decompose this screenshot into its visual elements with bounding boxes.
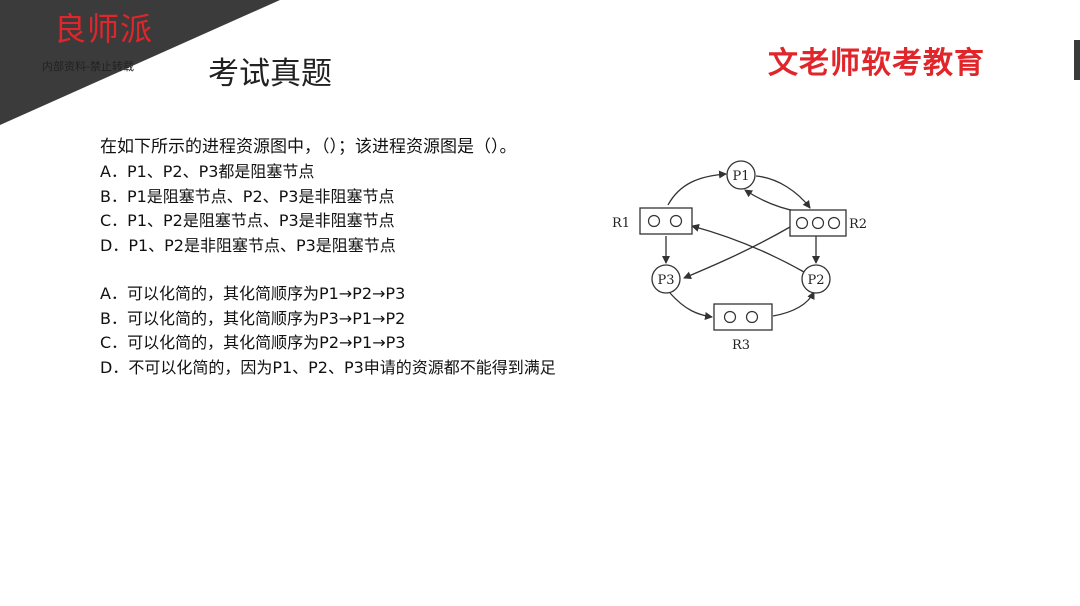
options-group-1: A．P1、P2、P3都是阻塞节点 B．P1是阻塞节点、P2、P3是非阻塞节点 C… [100, 160, 396, 258]
node-r2: R2 [789, 209, 867, 237]
brand-watermark: 良师派 [54, 10, 154, 48]
options-group-2: A．可以化简的，其化简顺序为P1→P2→P3 B．可以化简的，其化简顺序为P3→… [100, 282, 556, 380]
process-resource-graph: P1 P3 P2 R1 R2 R3 [612, 160, 867, 353]
node-r3: R3 [713, 303, 773, 353]
node-p2: P2 [801, 264, 831, 294]
page-title: 考试真题 [208, 56, 332, 92]
node-r2-label: R2 [849, 217, 867, 232]
option-b2: B．可以化简的，其化简顺序为P3→P1→P2 [100, 308, 406, 328]
option-b1: B．P1是阻塞节点、P2、P3是非阻塞节点 [100, 186, 395, 206]
option-d2: D．不可以化简的，因为P1、P2、P3申请的资源都不能得到满足 [100, 357, 556, 377]
node-p3: P3 [651, 264, 681, 294]
edge-bar [1074, 40, 1080, 80]
graph-edges [662, 170, 820, 320]
edge-r3-p2 [772, 291, 815, 317]
option-a1: A．P1、P2、P3都是阻塞节点 [100, 162, 315, 181]
corner-banner [0, 0, 280, 125]
notice-watermark: 内部资料-禁止转载 [42, 60, 134, 73]
node-r3-label: R3 [732, 338, 750, 353]
node-p1: P1 [726, 160, 756, 190]
edge-r2-p1 [744, 189, 801, 213]
node-p1-label: P1 [732, 169, 749, 184]
node-p2-label: P2 [807, 273, 824, 288]
question-stem: 在如下所示的进程资源图中，（）；该进程资源图是（）。 [100, 137, 517, 157]
edge-r1-p1 [667, 170, 727, 206]
node-p3-label: P3 [657, 273, 674, 288]
edge-p2-r1 [691, 223, 805, 273]
option-c2: C．可以化简的，其化简顺序为P2→P1→P3 [100, 333, 406, 352]
edge-p1-r2 [755, 175, 811, 209]
option-c1: C．P1、P2是阻塞节点、P3是非阻塞节点 [100, 211, 395, 230]
edge-p3-r3 [669, 292, 713, 320]
option-d1: D．P1、P2是非阻塞节点、P3是阻塞节点 [100, 235, 396, 255]
node-r1-label: R1 [612, 216, 630, 231]
org-name: 文老师软考教育 [768, 46, 985, 81]
node-r1: R1 [612, 207, 693, 235]
option-a2: A．可以化简的，其化简顺序为P1→P2→P3 [100, 284, 406, 303]
edge-r2-p3 [683, 226, 791, 279]
